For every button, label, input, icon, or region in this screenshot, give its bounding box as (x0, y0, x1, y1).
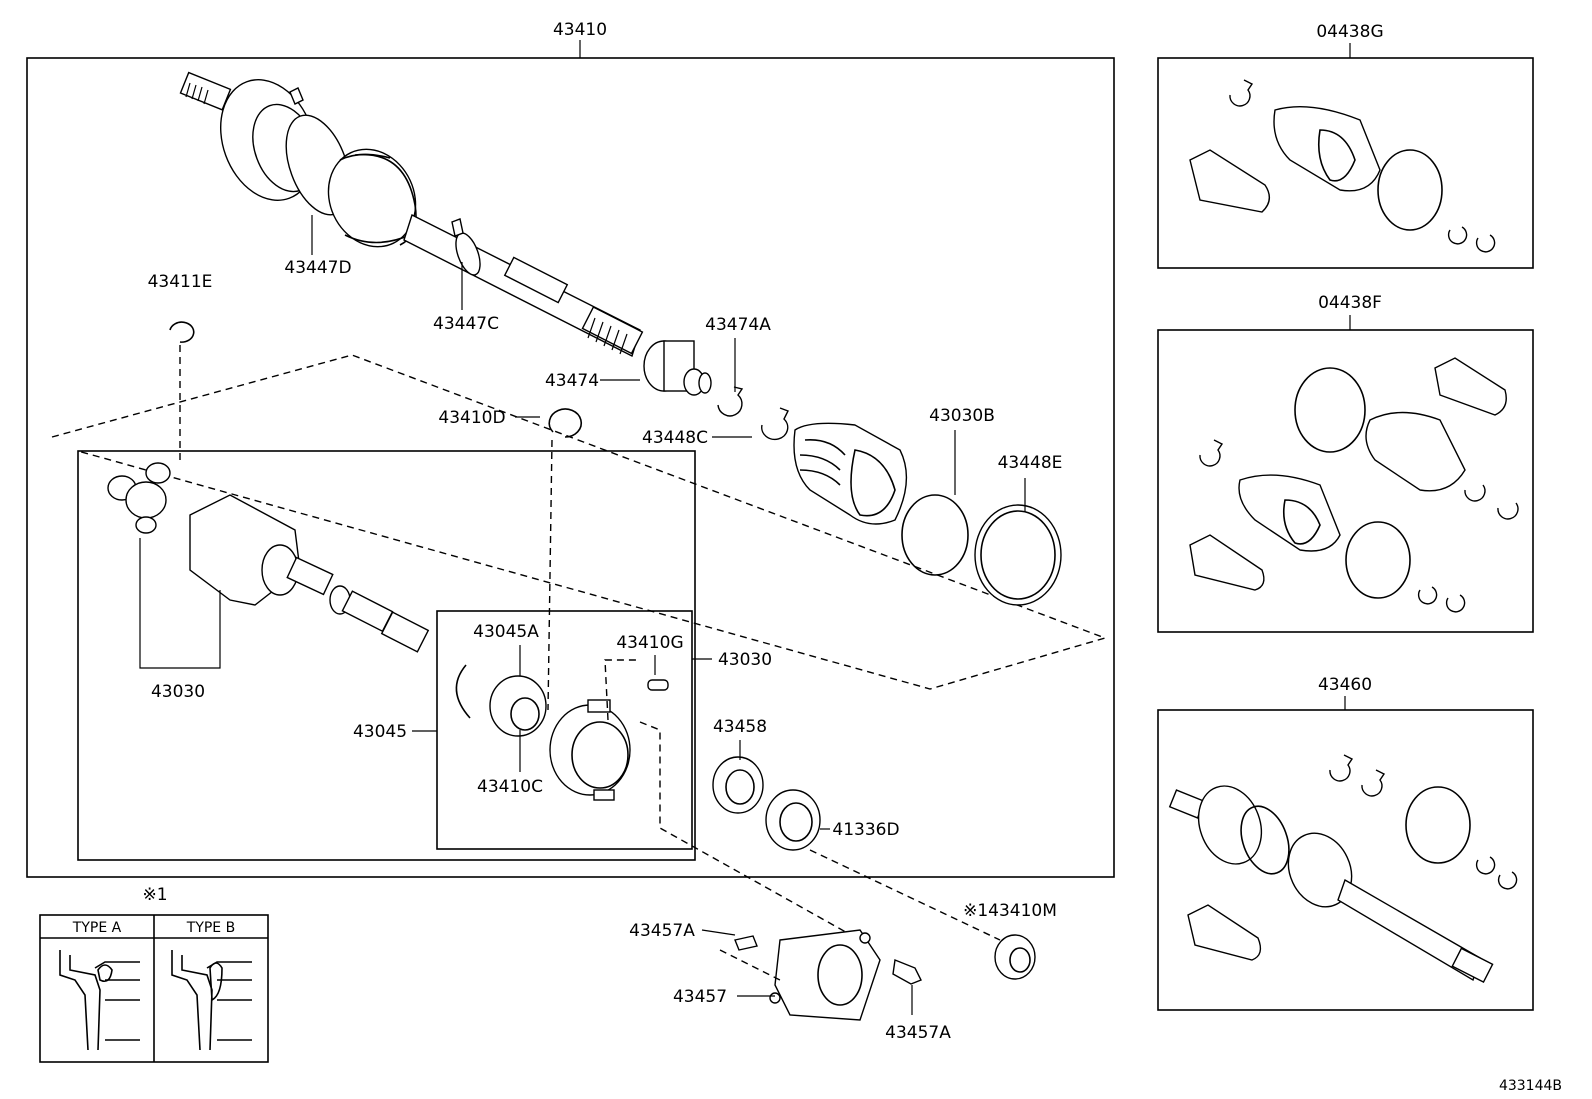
clamp-43474A (717, 386, 744, 417)
label-43410G: 43410G (616, 633, 683, 653)
kit-04438G-parts (1189, 79, 1496, 253)
label-43410D: 43410D (438, 408, 505, 428)
snap-ring-43411E (169, 321, 195, 343)
label-43448E: 43448E (998, 453, 1063, 473)
label-43045: 43045 (353, 722, 407, 742)
bolt-43457A-top (734, 935, 758, 951)
assembly-frame (26, 57, 1115, 878)
kit-04438F-frame (1157, 329, 1534, 633)
label-43458: 43458 (713, 717, 767, 737)
bearing-retainer (549, 699, 631, 801)
label-43457A-top: 43457A (629, 921, 695, 941)
type-b-profile (171, 950, 252, 1051)
band-43448E (974, 504, 1062, 606)
tripod-joint (107, 462, 171, 534)
label-43411E: 43411E (148, 272, 213, 292)
note-mark: ※1 (142, 885, 167, 905)
assembly-label: 43410 (553, 20, 607, 40)
damper-43474 (643, 340, 712, 396)
drive-shaft-assembly (179, 71, 644, 358)
label-43447C: 43447C (433, 314, 499, 334)
inner-boot (793, 422, 908, 525)
bearing-box (436, 610, 693, 850)
kit-04438F-parts (1189, 357, 1519, 613)
bearing-43410M (994, 934, 1036, 980)
kit-43460-parts (1168, 754, 1518, 984)
ring-43030B (901, 494, 969, 576)
snap-ring-43045A (455, 664, 471, 719)
label-43030-right: 43030 (718, 650, 772, 670)
snap-ring-43410D (548, 408, 583, 438)
type-a-label: TYPE A (72, 920, 122, 936)
label-43045A: 43045A (473, 622, 539, 642)
label-43474: 43474 (545, 371, 599, 391)
label-kit-04438F: 04438F (1318, 293, 1382, 313)
label-43410C: 43410C (477, 777, 543, 797)
label-43474A: 43474A (705, 315, 771, 335)
label-41336D: 41336D (832, 820, 899, 840)
bearing-outer (489, 675, 547, 737)
pin-43410G (647, 679, 669, 691)
label-43030-left: 43030 (151, 682, 205, 702)
label-kit-43460: 43460 (1318, 675, 1372, 695)
label-43457: 43457 (673, 987, 727, 1007)
bolt-43457A-bottom (892, 959, 922, 985)
label-43457A-bottom: 43457A (885, 1023, 951, 1043)
inner-joint-box (77, 450, 696, 861)
kit-43460-frame (1157, 709, 1534, 1011)
label-kit-04438G: 04438G (1316, 22, 1383, 42)
exploded-outline (51, 354, 1108, 690)
kit-04438G-frame (1157, 57, 1534, 269)
label-43447D: 43447D (284, 258, 351, 278)
bracket-43457 (769, 929, 881, 1021)
type-a-profile (59, 950, 140, 1051)
inner-joint-housing (189, 494, 430, 653)
label-43448C: 43448C (642, 428, 708, 448)
seal-41336D (765, 789, 821, 851)
figure-code: 433144B (1499, 1078, 1562, 1094)
label-43410M: ※143410M (963, 901, 1057, 921)
clamp-43448C (761, 407, 789, 441)
label-43030B: 43030B (929, 406, 995, 426)
type-b-label: TYPE B (186, 920, 235, 936)
